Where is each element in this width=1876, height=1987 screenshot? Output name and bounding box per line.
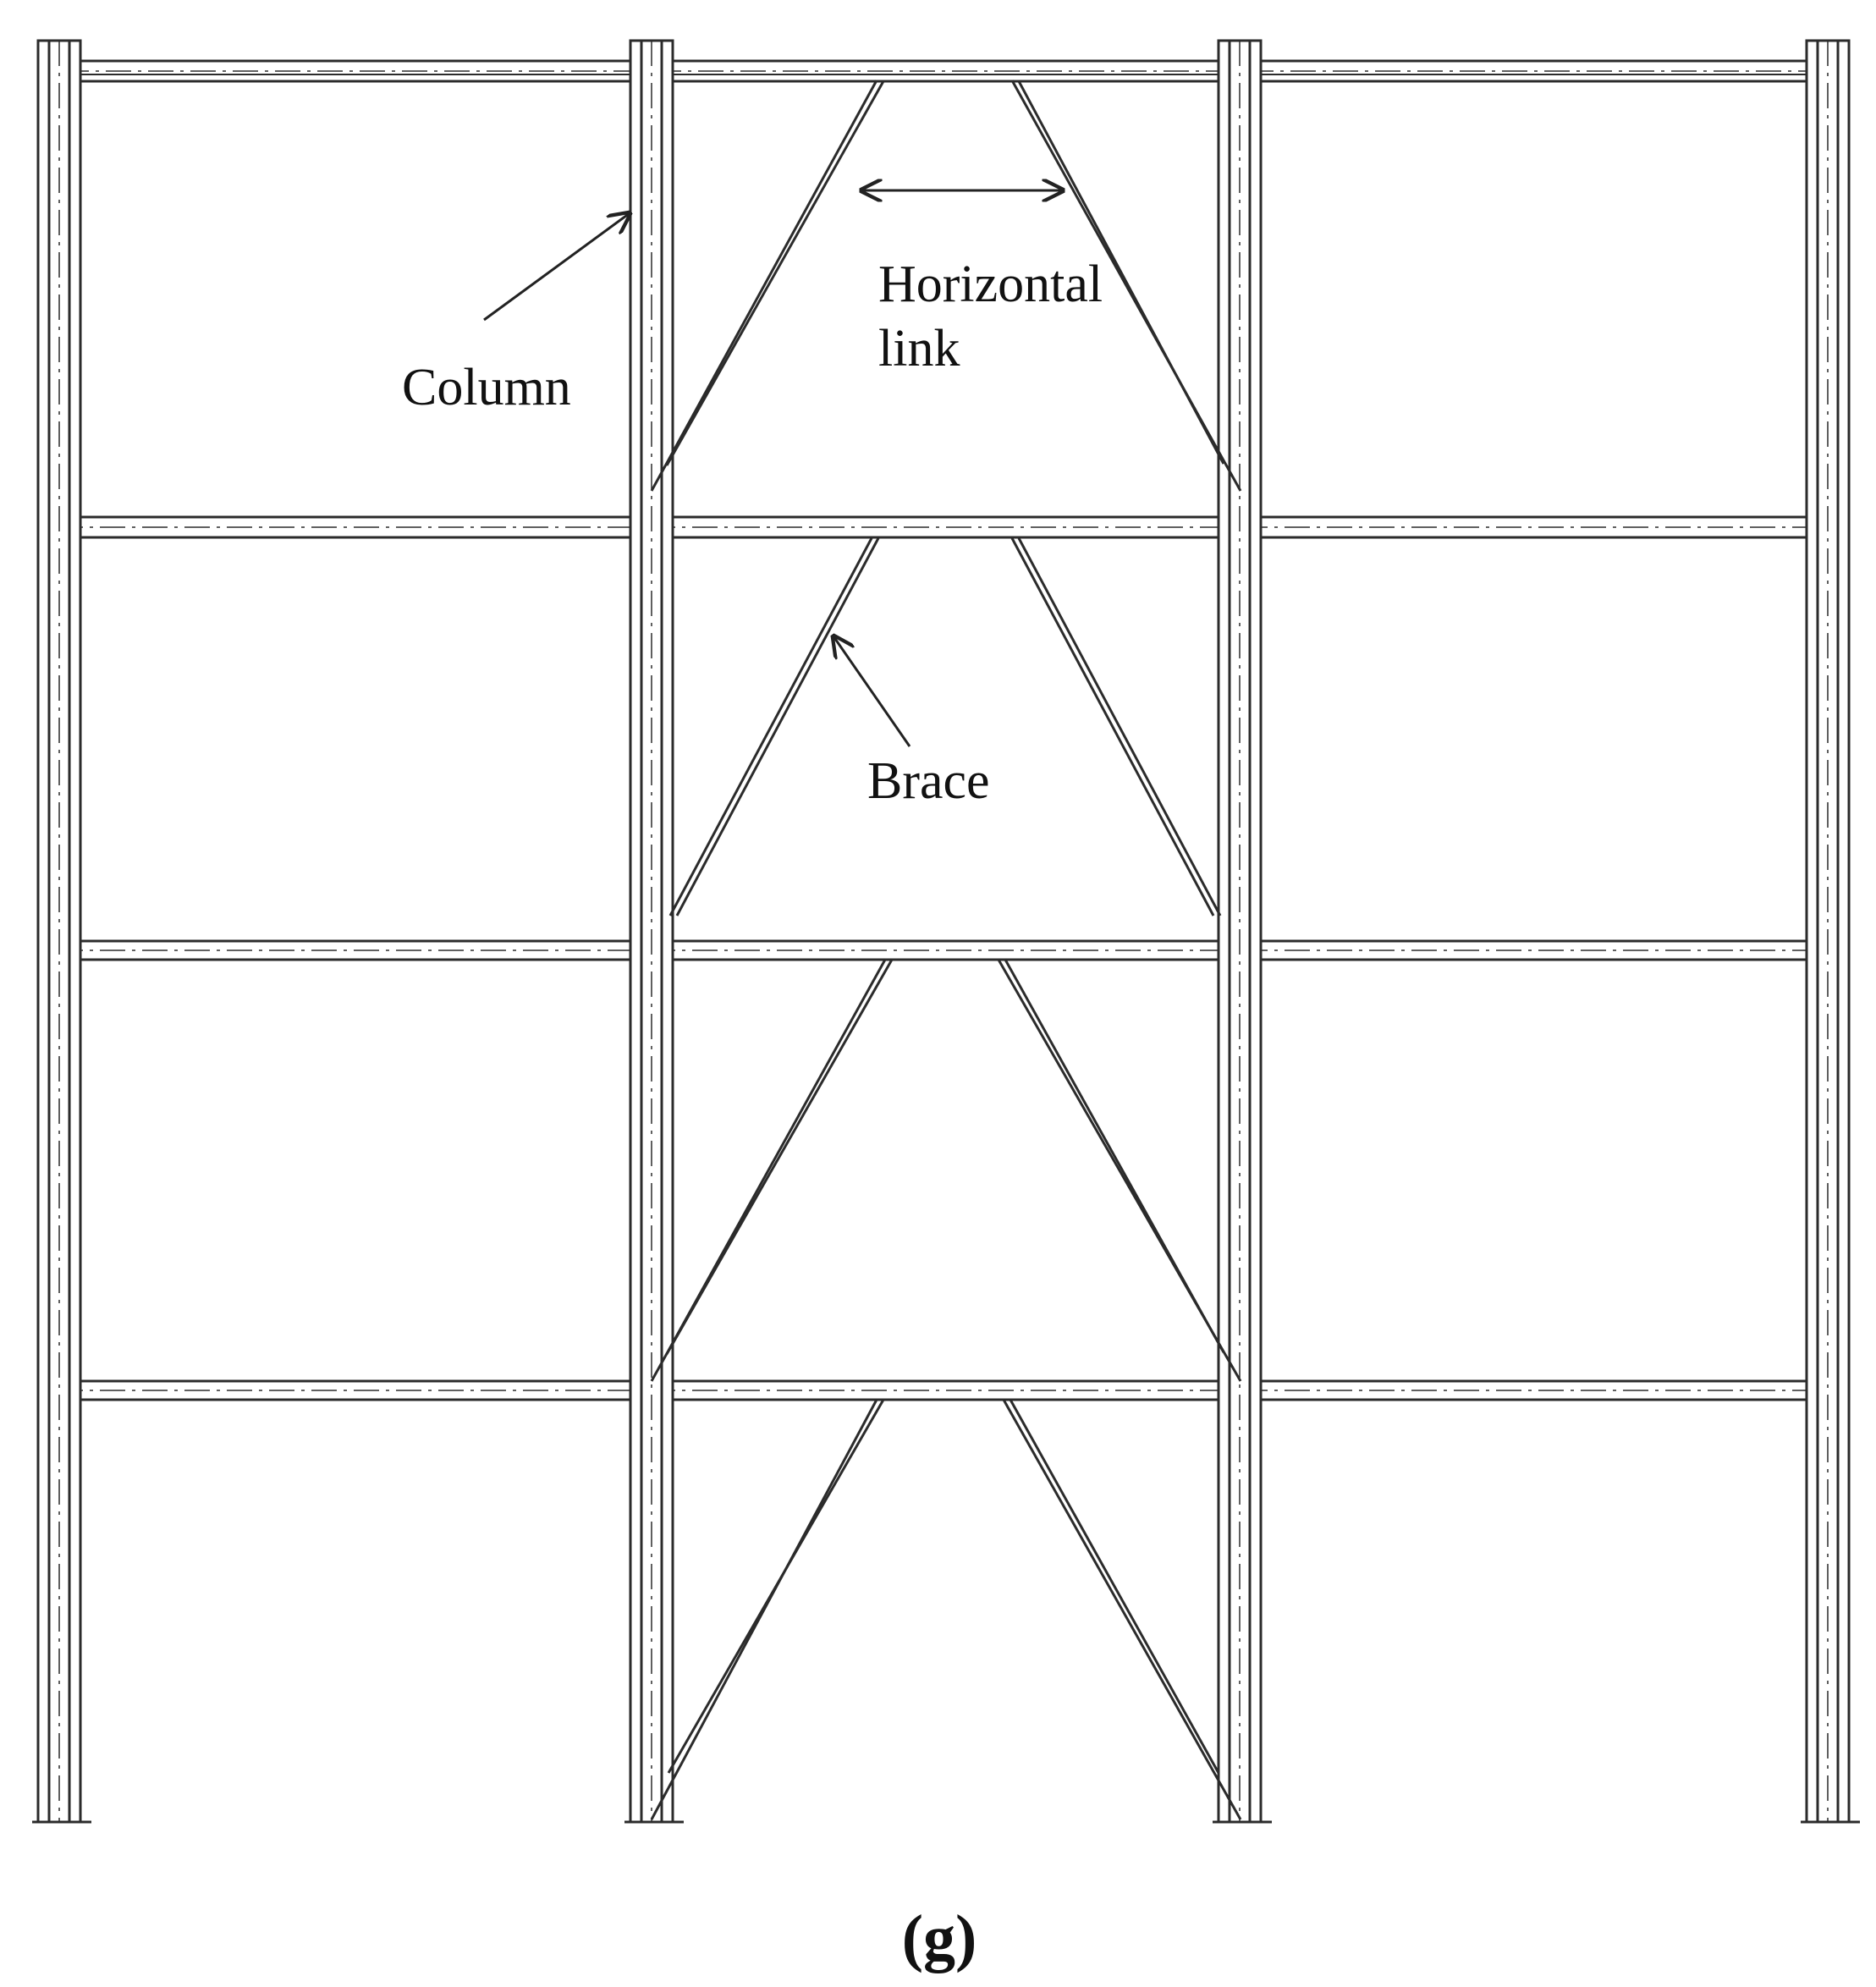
- brace-pair-storey-4: [650, 80, 1242, 492]
- column-pointer-arrow: [483, 213, 630, 322]
- floor-beam-2: [58, 939, 1828, 961]
- annotation-arrows: [483, 190, 1063, 747]
- subfigure-caption: (g): [902, 1902, 977, 1973]
- brace-pair-storey-2: [650, 959, 1242, 1382]
- column-2: [624, 39, 684, 1824]
- column-1: [32, 39, 91, 1824]
- braces: [650, 80, 1242, 1820]
- roof-beam: [62, 59, 1817, 83]
- floor-beam-1: [58, 1379, 1828, 1401]
- horizontal-link-label-line2: link: [878, 320, 960, 377]
- floor-beam-3: [58, 515, 1828, 539]
- column-label: Column: [402, 359, 571, 416]
- columns: [32, 39, 1860, 1824]
- column-4: [1801, 39, 1860, 1824]
- horizontal-link-label-line1: Horizontal: [878, 256, 1103, 313]
- brace-pointer-arrow: [833, 636, 911, 747]
- column-3: [1213, 39, 1272, 1824]
- brace-label: Brace: [867, 752, 990, 810]
- brace-pair-storey-1: [650, 1399, 1242, 1820]
- beams: [58, 59, 1828, 1401]
- brace-pair-storey-3: [668, 537, 1222, 916]
